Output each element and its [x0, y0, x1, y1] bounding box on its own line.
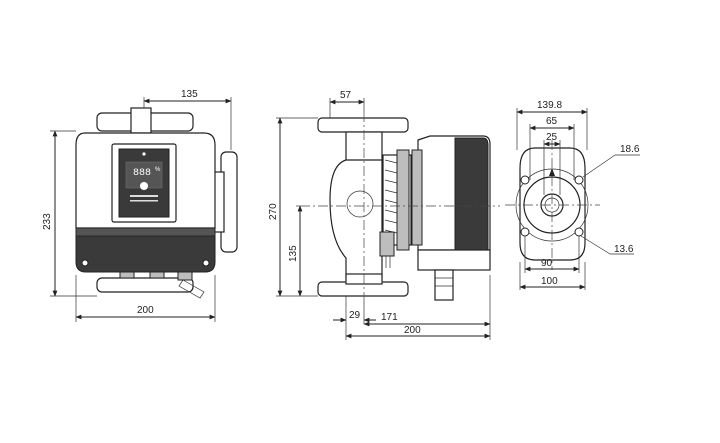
screw-icon: [202, 259, 210, 267]
flange-dim-bottom-inner: 90: [541, 258, 553, 269]
front-view: 888 % 135 233 200: [42, 89, 238, 322]
bolt-hole-icon: [574, 227, 584, 237]
front-dim-width: 200: [137, 305, 154, 316]
front-dim-top: 135: [181, 89, 198, 100]
side-dim-left: 29: [349, 310, 361, 321]
indicator-led-icon: [142, 152, 146, 156]
bolt-hole-icon: [520, 227, 530, 237]
side-dim-height: 270: [268, 203, 279, 220]
front-dim-height: 233: [42, 213, 53, 230]
screw-icon: [81, 259, 89, 267]
display-digits: 888: [133, 168, 151, 179]
flange-dim-hole-large: 18.6: [620, 144, 640, 155]
side-view: 57 270 135 29 171 200: [268, 90, 500, 340]
flange-view: 139.8 65 25 18.6 13.6 90 100: [505, 100, 640, 290]
flange-dim-bore: 25: [546, 132, 558, 143]
side-dim-right: 171: [381, 312, 398, 323]
side-dim-total: 200: [404, 325, 421, 336]
bolt-hole-icon: [574, 175, 584, 185]
bolt-hole-icon: [520, 175, 530, 185]
display-unit: %: [155, 167, 161, 173]
flange-dim-outer: 139.8: [537, 100, 562, 111]
flange-dim-hole-small: 13.6: [614, 244, 634, 255]
side-dim-axis: 135: [288, 245, 299, 262]
flange-dim-bottom-outer: 100: [541, 276, 558, 287]
flange-dim-bolt: 65: [546, 116, 558, 127]
side-dim-top: 57: [340, 90, 352, 101]
control-button-icon: [140, 182, 148, 190]
